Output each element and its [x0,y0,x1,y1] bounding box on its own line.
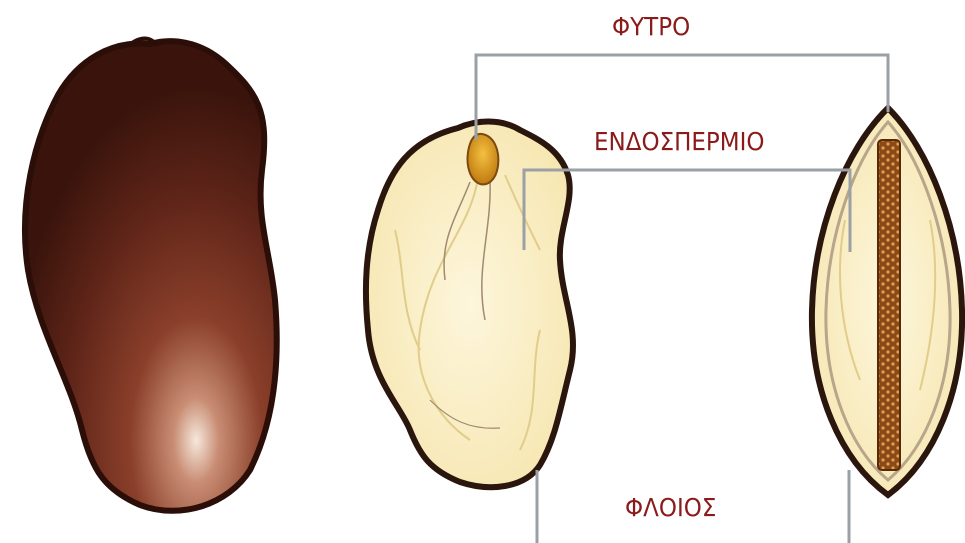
embryo [468,134,499,184]
embryo-label: ΦΥΤΡΟ [612,12,690,41]
seed-section-front [366,122,573,488]
husk-label: ΦΛΟΙΟΣ [625,493,716,522]
germ-strip [878,140,900,470]
kernel-front-outline [366,122,573,488]
whole-seed [25,39,277,511]
endosperm-leader-line [524,170,850,252]
whole-seed-body [25,41,277,511]
seed-section-side [812,108,962,495]
endosperm-label: ΕΝΔΟΣΠΕΡΜΙΟ [594,127,765,156]
